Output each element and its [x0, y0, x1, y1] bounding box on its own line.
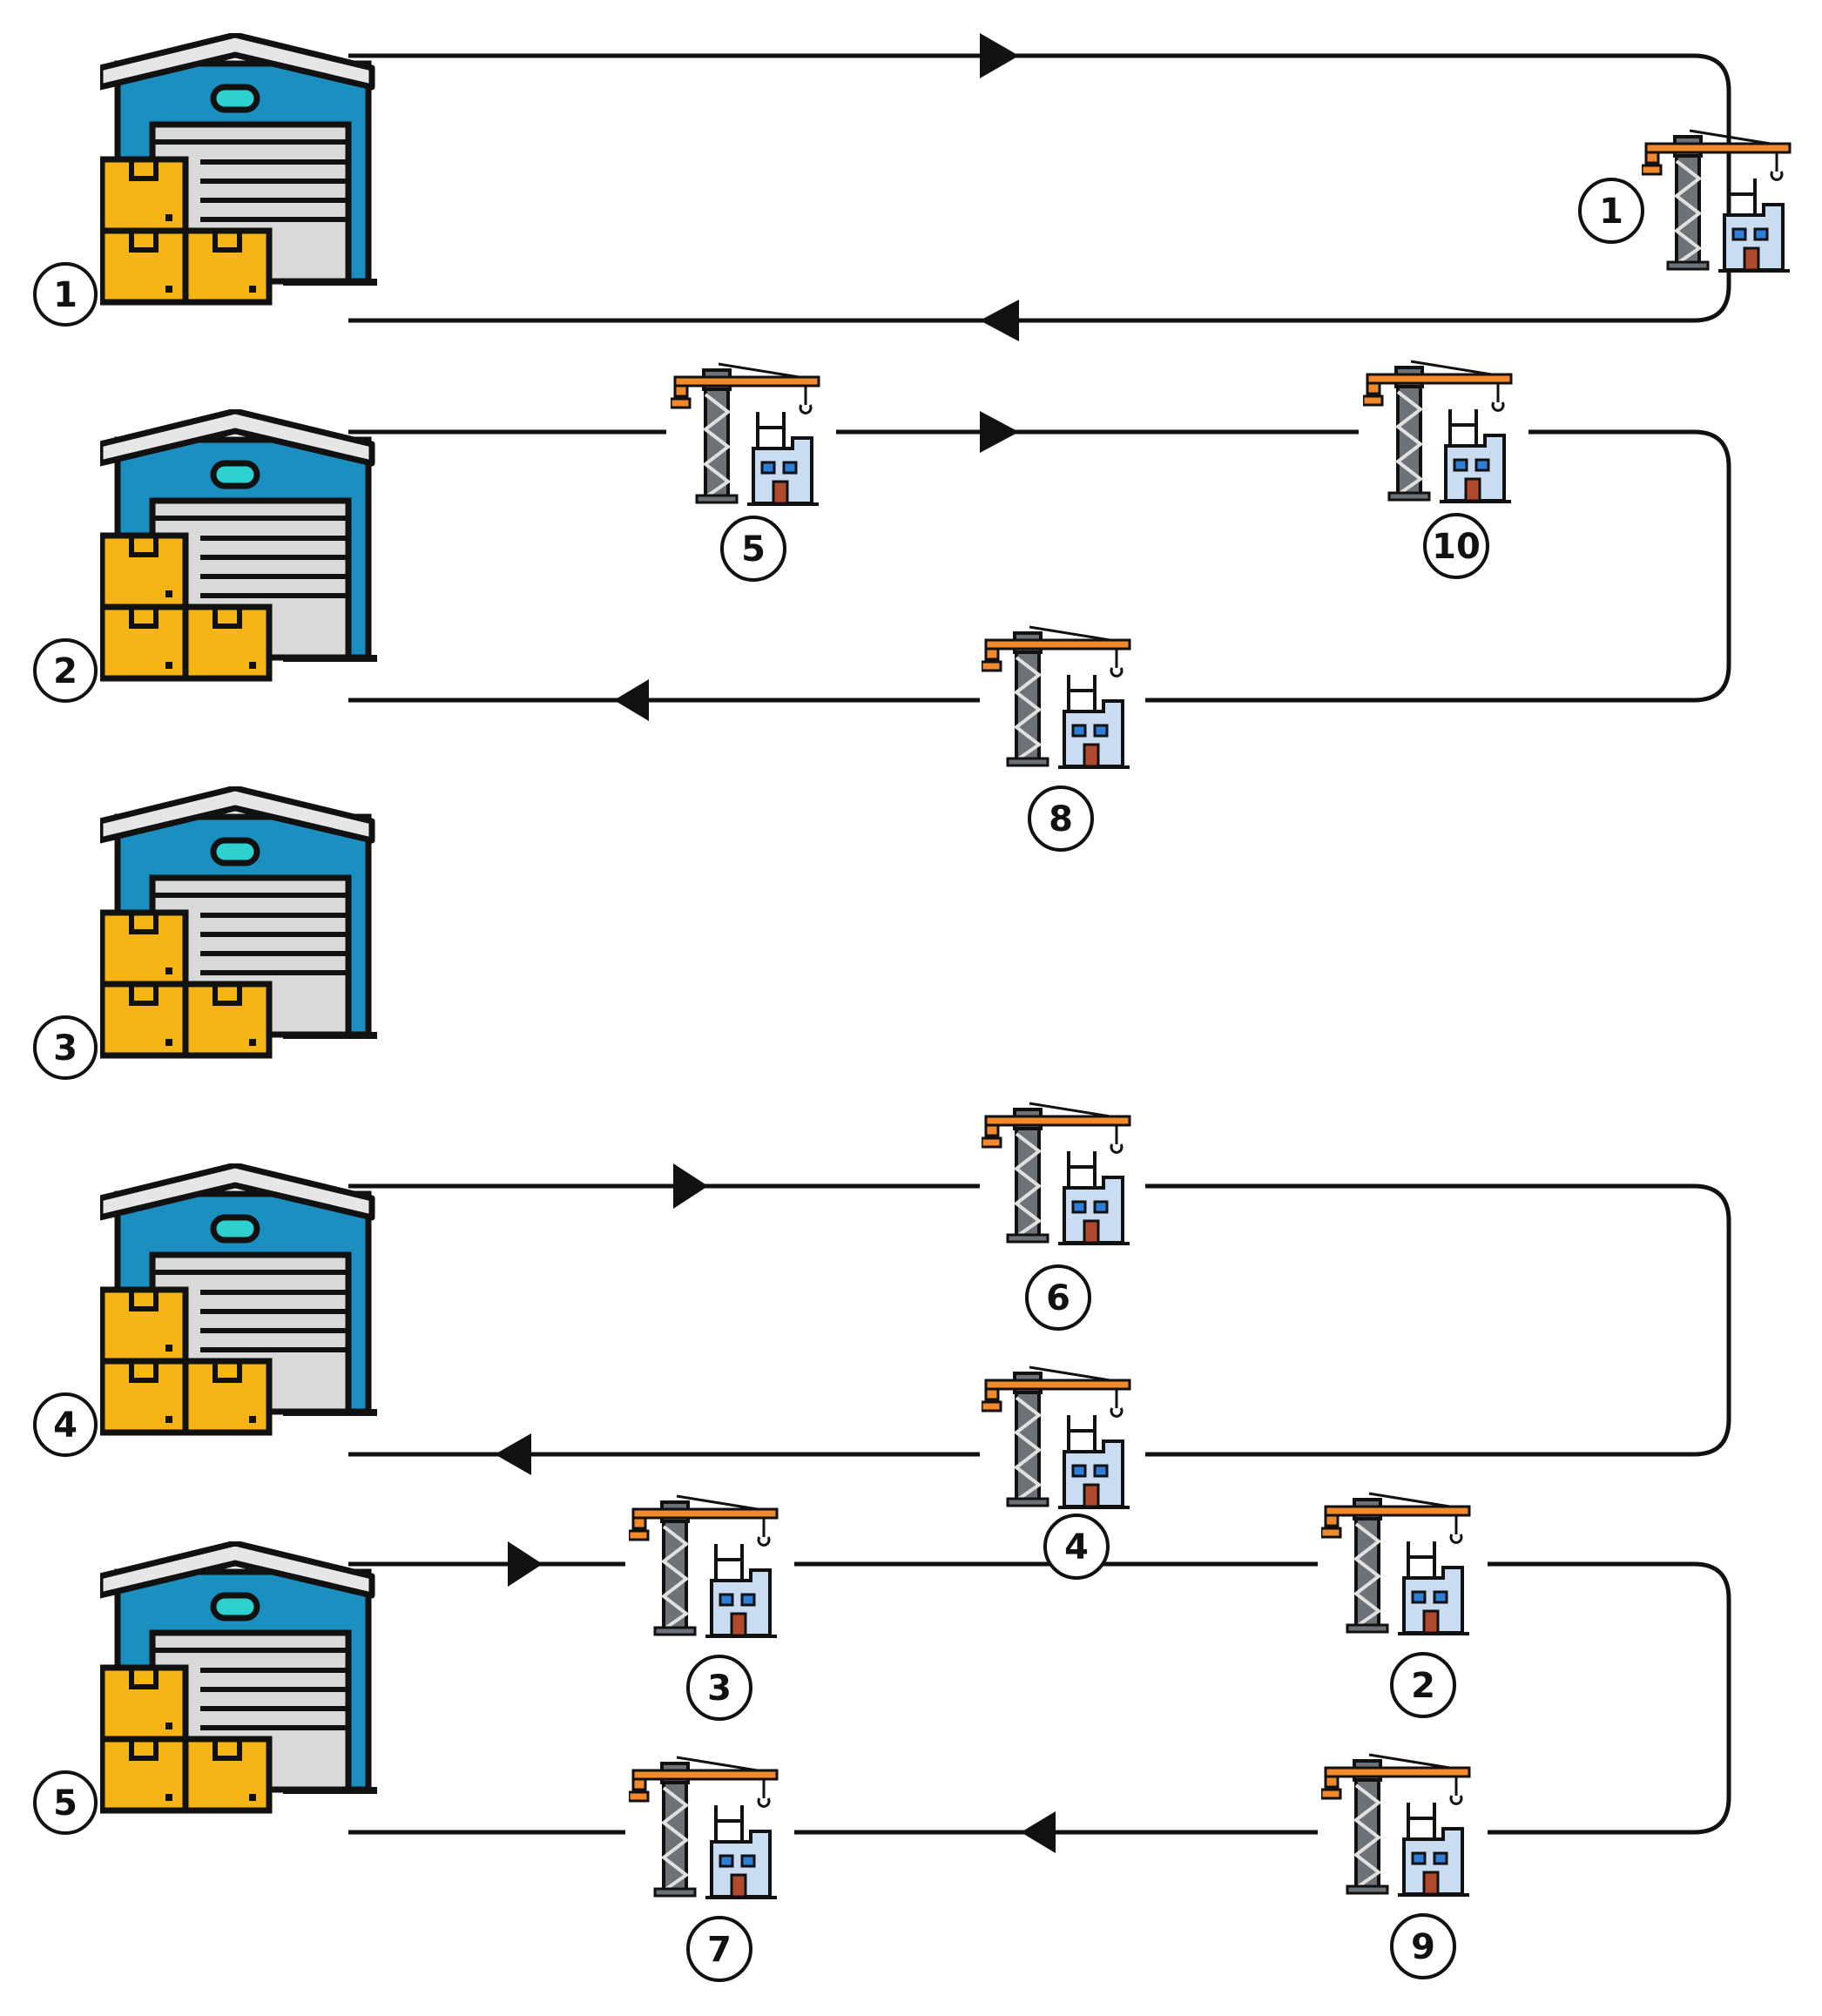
arrow-right [673, 1163, 708, 1209]
warehouse-badge: 1 [33, 262, 98, 327]
arrows [495, 33, 1056, 1853]
warehouse-icon [100, 788, 377, 1055]
site-badge: 5 [720, 516, 786, 582]
construction-site-icon [982, 625, 1131, 769]
warehouse-number: 2 [53, 651, 78, 691]
warehouse-number: 4 [53, 1406, 78, 1446]
site-badge: 8 [1028, 785, 1094, 852]
warehouses [100, 35, 377, 1810]
arrow-left [614, 679, 649, 721]
warehouse-icon [100, 1543, 377, 1810]
site-badge: 10 [1423, 513, 1489, 579]
warehouse-badge: 4 [33, 1392, 98, 1457]
site-number: 5 [741, 529, 766, 570]
route-line-4b [1145, 1183, 1731, 1457]
arrow-right [508, 1541, 543, 1587]
construction-site-icon [982, 1365, 1131, 1509]
warehouse-icon [100, 1165, 377, 1433]
site-badge: 3 [686, 1655, 752, 1721]
site-number: 6 [1046, 1278, 1070, 1318]
arrow-left [1021, 1811, 1056, 1853]
construction-site-icon [671, 362, 820, 506]
construction-site-icon [1321, 1492, 1471, 1635]
site-badge: 6 [1025, 1264, 1091, 1331]
site-number: 2 [1411, 1666, 1435, 1706]
warehouse-icon [100, 35, 377, 302]
warehouse-number: 3 [53, 1028, 78, 1069]
construction-site-icon [1321, 1753, 1471, 1897]
warehouse-badge: 5 [33, 1770, 98, 1835]
construction-sites [629, 129, 1792, 1899]
site-badge: 4 [1043, 1514, 1110, 1580]
site-badge: 2 [1390, 1652, 1456, 1718]
site-badge: 7 [686, 1916, 752, 1982]
route-line-2c [1145, 429, 1731, 703]
site-number: 4 [1064, 1527, 1089, 1568]
arrow-right [980, 33, 1019, 78]
construction-site-icon [1642, 129, 1792, 273]
site-number: 1 [1599, 192, 1623, 232]
warehouse-number: 5 [53, 1783, 78, 1824]
warehouse-icon [100, 411, 377, 678]
route-line-5c [1488, 1561, 1731, 1835]
construction-site-icon [629, 1756, 779, 1899]
construction-site-icon [629, 1494, 779, 1638]
site-badge: 9 [1390, 1913, 1456, 1979]
warehouse-badge: 3 [33, 1015, 98, 1080]
construction-site-icon [1363, 360, 1513, 503]
site-number: 7 [707, 1930, 732, 1970]
warehouse-badge: 2 [33, 638, 98, 703]
construction-site-icon [982, 1102, 1131, 1245]
arrow-left [980, 300, 1019, 341]
route-line-1 [348, 53, 1731, 323]
arrow-right [980, 411, 1019, 453]
site-number: 8 [1049, 799, 1073, 839]
warehouse-number: 1 [53, 275, 78, 315]
site-number: 10 [1432, 527, 1481, 567]
site-number: 9 [1411, 1927, 1435, 1967]
site-badge: 1 [1578, 178, 1644, 244]
routes [348, 53, 1731, 1835]
arrow-left [495, 1433, 531, 1475]
site-number: 3 [707, 1669, 732, 1709]
